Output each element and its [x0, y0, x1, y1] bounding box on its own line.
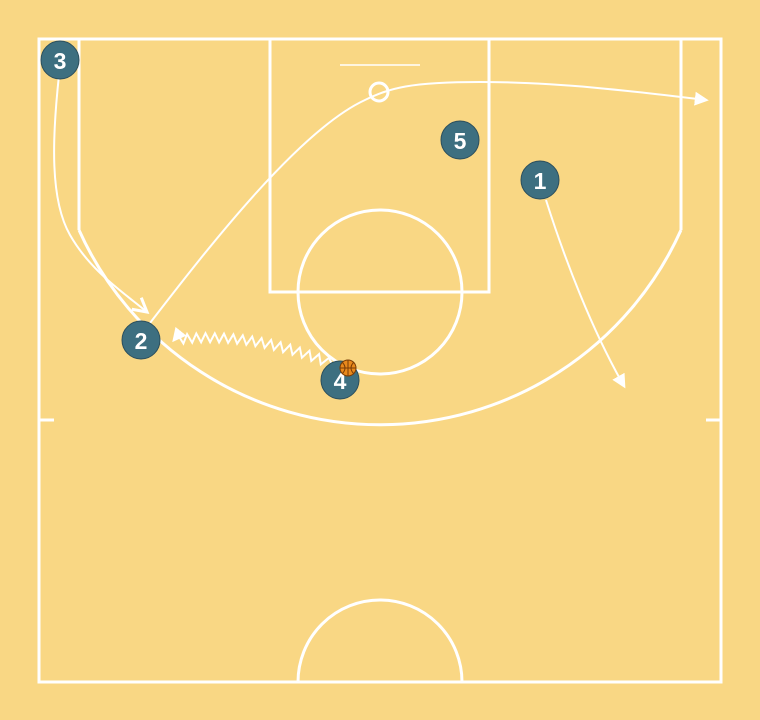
player-5: 5 — [440, 120, 480, 160]
player-1: 1 — [520, 160, 560, 200]
player-3-label: 3 — [54, 48, 67, 74]
player-3-marker — [40, 40, 80, 80]
free-throw-circle — [296, 208, 464, 376]
player-1-marker — [520, 160, 560, 200]
player-3: 3 — [40, 40, 80, 80]
player-2: 2 — [121, 320, 161, 360]
player-2-marker — [121, 320, 161, 360]
basket-rim — [368, 81, 390, 103]
basketball-icon — [339, 359, 357, 377]
player-2-label: 2 — [135, 328, 148, 354]
dribble-path-player-4 — [172, 326, 333, 367]
key-paint — [268, 37, 491, 294]
player-5-label: 5 — [454, 128, 467, 154]
cut-path-player-3 — [53, 74, 147, 312]
cut-path-player-1 — [545, 199, 626, 389]
court-boundary — [37, 37, 723, 684]
player-5-marker — [440, 120, 480, 160]
three-point-arc — [77, 229, 683, 427]
center-circle — [296, 598, 464, 683]
cut-path-player-2 — [149, 80, 709, 324]
player-1-label: 1 — [534, 168, 547, 194]
